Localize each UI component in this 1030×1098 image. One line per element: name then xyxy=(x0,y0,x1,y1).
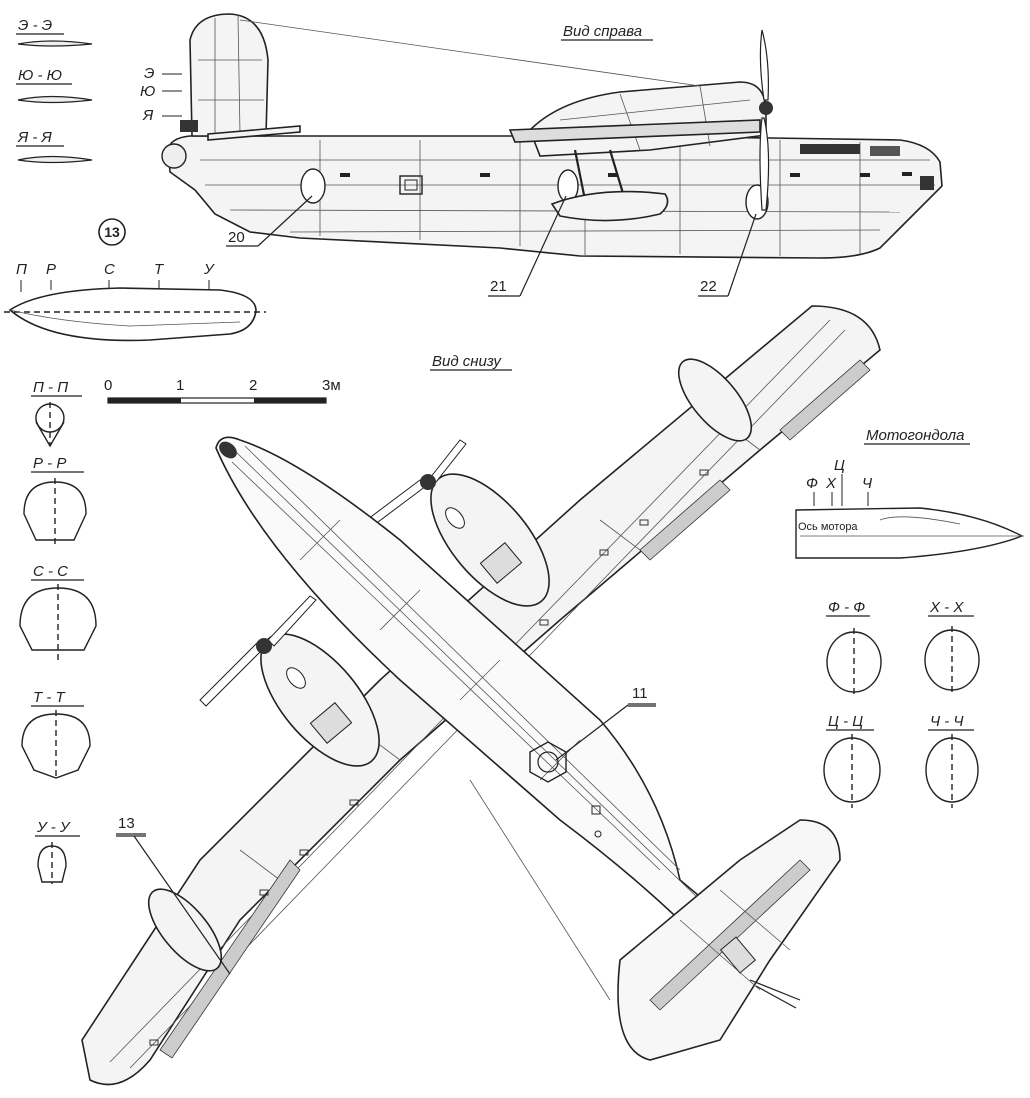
scale-tick-0: 0 xyxy=(104,377,112,394)
tail-marker-ya: Я xyxy=(142,107,154,124)
callout-20-label: 20 xyxy=(228,229,245,246)
tail-markers: Э Ю Я xyxy=(140,65,182,124)
callout-22-label: 22 xyxy=(700,278,717,295)
tail-section-e-label: Э - Э xyxy=(18,17,52,34)
tail-marker-e: Э xyxy=(144,65,154,82)
float-view: 13 П Р С Т У xyxy=(4,218,266,342)
bottom-view: Вид снизу xyxy=(81,305,881,1086)
tail-section-yu-label: Ю - Ю xyxy=(18,67,62,84)
float-station-t: Т xyxy=(154,261,165,278)
float-section-u-label: У - У xyxy=(36,819,71,836)
float-section-p-label: П - П xyxy=(33,379,68,396)
nacelle-axis-label: Ось мотора xyxy=(798,521,858,533)
bottom-view-title: Вид снизу xyxy=(432,353,502,370)
float-station-u: У xyxy=(203,261,215,278)
callout-13-label: 13 xyxy=(118,815,135,832)
nacelle-station-kh: Х xyxy=(825,475,837,492)
float-callout: 13 xyxy=(104,224,120,240)
nacelle-title: Мотогондола xyxy=(866,427,964,444)
float-section-p: П - П xyxy=(31,379,82,448)
nacelle-section-ch-label: Ч - Ч xyxy=(930,713,964,730)
callout-21-label: 21 xyxy=(490,278,507,295)
nacelle-section-ts-label: Ц - Ц xyxy=(828,713,863,730)
callout-22: 22 xyxy=(698,213,757,297)
callout-20: 20 xyxy=(226,195,313,247)
tail-section-ya-label: Я - Я xyxy=(17,129,53,146)
float-stations: П Р С Т У xyxy=(16,261,215,292)
nacelle-section-ch: Ч - Ч xyxy=(925,713,979,808)
float-section-t: Т - Т xyxy=(21,689,91,780)
nacelle-detail: Мотогондола Ф Х Ц Ч Ось мотора Ф - Ф Х -… xyxy=(795,427,1024,808)
callout-21: 21 xyxy=(488,195,567,297)
scale-tick-3: 3м xyxy=(322,377,341,394)
tail-marker-yu: Ю xyxy=(140,83,155,100)
nacelle-section-kh: Х - Х xyxy=(924,599,980,696)
scale-bar: 0 1 2 3м xyxy=(104,377,341,404)
float-section-u: У - У xyxy=(35,819,80,884)
float-section-s-label: С - С xyxy=(33,563,68,580)
nacelle-section-kh-label: Х - Х xyxy=(929,599,964,616)
nacelle-section-f-label: Ф - Ф xyxy=(828,599,865,616)
side-view: Вид справа xyxy=(140,13,943,259)
float-station-s: С xyxy=(104,261,115,278)
float-section-r: Р - Р xyxy=(23,455,87,546)
nacelle-section-f: Ф - Ф xyxy=(826,599,882,696)
float-station-p: П xyxy=(16,261,27,278)
float-section-r-label: Р - Р xyxy=(33,455,66,472)
float-section-t-label: Т - Т xyxy=(33,689,66,706)
callout-11: 11 xyxy=(555,685,656,761)
nacelle-section-ts: Ц - Ц xyxy=(823,713,881,808)
tail-section-yu: Ю - Ю xyxy=(16,67,93,104)
float-station-r: Р xyxy=(46,261,56,278)
nacelle-station-f: Ф xyxy=(806,475,818,492)
scale-tick-1: 1 xyxy=(176,377,184,394)
callout-11-label: 11 xyxy=(632,685,648,702)
tail-section-ya: Я - Я xyxy=(16,129,93,164)
tail-section-e: Э - Э xyxy=(16,17,93,47)
nacelle-station-ch: Ч xyxy=(862,475,873,492)
scale-tick-2: 2 xyxy=(249,377,257,394)
float-section-s: С - С xyxy=(19,563,97,660)
callout-13: 13 xyxy=(116,815,231,975)
side-view-title: Вид справа xyxy=(563,23,642,40)
nacelle-station-ts: Ц xyxy=(834,457,845,474)
nacelle-stations: Ф Х Ц Ч xyxy=(806,457,873,506)
